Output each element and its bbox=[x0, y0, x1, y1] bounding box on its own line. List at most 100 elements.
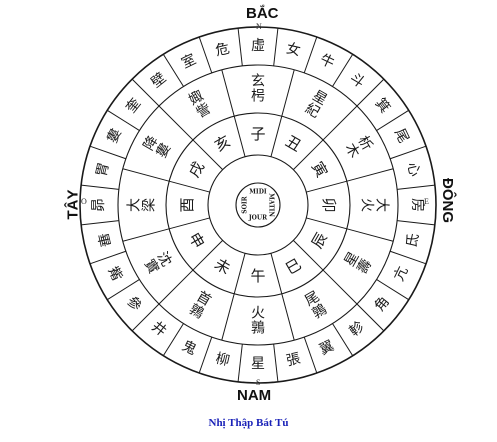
sign-glyph: 大 bbox=[127, 198, 143, 212]
mansion-glyph: 柳 bbox=[214, 350, 231, 370]
mansion-divider bbox=[356, 303, 385, 332]
mansion-divider bbox=[332, 323, 354, 356]
center-word: SOIR bbox=[242, 195, 249, 213]
sign-divider bbox=[322, 269, 358, 305]
mansion-divider bbox=[397, 220, 435, 226]
mansion-glyph: 軫 bbox=[347, 319, 368, 340]
sign-glyph: 玄 bbox=[251, 73, 265, 90]
mansion-glyph: 危 bbox=[214, 41, 231, 60]
direction-north: BẮC bbox=[246, 5, 279, 22]
mansion-divider bbox=[107, 109, 140, 131]
sign-divider bbox=[158, 105, 194, 141]
branch-divider bbox=[306, 217, 347, 230]
mansion-glyph: 尾 bbox=[391, 126, 411, 146]
sign-divider bbox=[281, 69, 295, 117]
mansion-divider bbox=[389, 145, 427, 160]
mansion-glyph: 婁 bbox=[105, 126, 125, 146]
sign-divider bbox=[221, 69, 235, 117]
compass-letter-e: E bbox=[424, 197, 429, 206]
branch-glyph: 亥 bbox=[211, 132, 233, 155]
mansion-divider bbox=[131, 303, 160, 332]
sign-divider bbox=[346, 168, 394, 182]
mansion-glyph: 角 bbox=[372, 294, 393, 315]
mansion-glyph: 觜 bbox=[105, 264, 125, 284]
mansion-divider bbox=[273, 344, 279, 382]
mansion-divider bbox=[198, 336, 213, 374]
mansion-glyph: 翼 bbox=[317, 338, 337, 358]
sign-glyph: 析 bbox=[354, 133, 375, 153]
branch-divider bbox=[306, 180, 347, 193]
sign-glyph: 木 bbox=[342, 141, 363, 161]
sign-glyph: 鶉 bbox=[310, 301, 330, 322]
sign-glyph: 紀 bbox=[302, 100, 322, 121]
mansion-glyph: 鬼 bbox=[179, 338, 199, 358]
sign-glyph: 訾 bbox=[194, 100, 214, 121]
branch-divider bbox=[293, 139, 324, 170]
sign-glyph: 火 bbox=[251, 306, 265, 322]
mansion-glyph: 奎 bbox=[123, 95, 144, 116]
mansion-divider bbox=[162, 54, 184, 87]
mansion-divider bbox=[107, 279, 140, 301]
sign-glyph: 火 bbox=[359, 198, 375, 212]
branch-divider bbox=[169, 217, 210, 230]
branch-divider bbox=[233, 116, 246, 157]
mansion-glyph: 女 bbox=[285, 40, 302, 60]
compass-letter-s: S bbox=[256, 378, 261, 387]
sign-glyph: 鶉 bbox=[186, 301, 206, 322]
branch-glyph: 巳 bbox=[282, 255, 304, 278]
mansion-divider bbox=[303, 336, 318, 374]
branch-divider bbox=[270, 253, 283, 294]
mansion-divider bbox=[198, 36, 213, 74]
mansion-glyph: 牛 bbox=[317, 52, 337, 72]
sign-divider bbox=[281, 293, 295, 341]
mansion-divider bbox=[356, 78, 385, 107]
sign-divider bbox=[158, 269, 194, 305]
mansion-glyph: 昴 bbox=[91, 198, 107, 212]
mansion-glyph: 氐 bbox=[404, 232, 423, 249]
sign-glyph: 首 bbox=[194, 289, 214, 310]
compass-letter-n: N bbox=[256, 22, 262, 31]
mansion-glyph: 井 bbox=[148, 319, 169, 340]
sign-glyph: 尾 bbox=[302, 289, 322, 310]
mansion-glyph: 參 bbox=[123, 294, 144, 315]
mansion-divider bbox=[131, 78, 160, 107]
mansion-divider bbox=[332, 54, 354, 87]
ring-circle-1 bbox=[207, 154, 309, 256]
sign-glyph: 沈 bbox=[153, 249, 174, 269]
branch-glyph: 子 bbox=[250, 125, 265, 143]
mansion-divider bbox=[162, 323, 184, 356]
branch-glyph: 丑 bbox=[282, 132, 304, 155]
branch-glyph: 辰 bbox=[308, 229, 331, 251]
sign-glyph: 降 bbox=[141, 133, 162, 153]
branch-glyph: 午 bbox=[250, 267, 265, 285]
branch-divider bbox=[169, 180, 210, 193]
sign-glyph: 星 bbox=[342, 249, 363, 269]
ring-circle-4 bbox=[79, 26, 437, 384]
center-word: MIDI bbox=[249, 189, 267, 196]
branch-glyph: 申 bbox=[185, 229, 208, 251]
ring-circle-0 bbox=[235, 182, 281, 228]
mansion-glyph: 斗 bbox=[347, 70, 368, 91]
branch-glyph: 酉 bbox=[178, 197, 196, 212]
mansion-divider bbox=[81, 184, 119, 190]
sign-divider bbox=[221, 293, 235, 341]
branch-glyph: 戌 bbox=[185, 158, 208, 180]
mansion-glyph: 箕 bbox=[372, 95, 394, 117]
branch-glyph: 寅 bbox=[308, 158, 331, 180]
sign-glyph: 鶉 bbox=[251, 320, 265, 336]
mansion-divider bbox=[237, 28, 243, 66]
mansion-glyph: 亢 bbox=[390, 264, 411, 284]
direction-south: NAM bbox=[237, 387, 272, 404]
mansion-glyph: 星 bbox=[251, 356, 265, 372]
mansion-glyph: 房 bbox=[409, 198, 425, 212]
mansion-glyph: 心 bbox=[404, 161, 423, 178]
branch-divider bbox=[293, 240, 324, 271]
mansion-divider bbox=[237, 344, 243, 382]
mansion-divider bbox=[89, 250, 127, 265]
sign-divider bbox=[122, 168, 170, 182]
branch-divider bbox=[270, 116, 283, 157]
branch-divider bbox=[233, 253, 246, 294]
sign-divider bbox=[346, 228, 394, 242]
sign-glyph: 壽 bbox=[354, 257, 375, 277]
